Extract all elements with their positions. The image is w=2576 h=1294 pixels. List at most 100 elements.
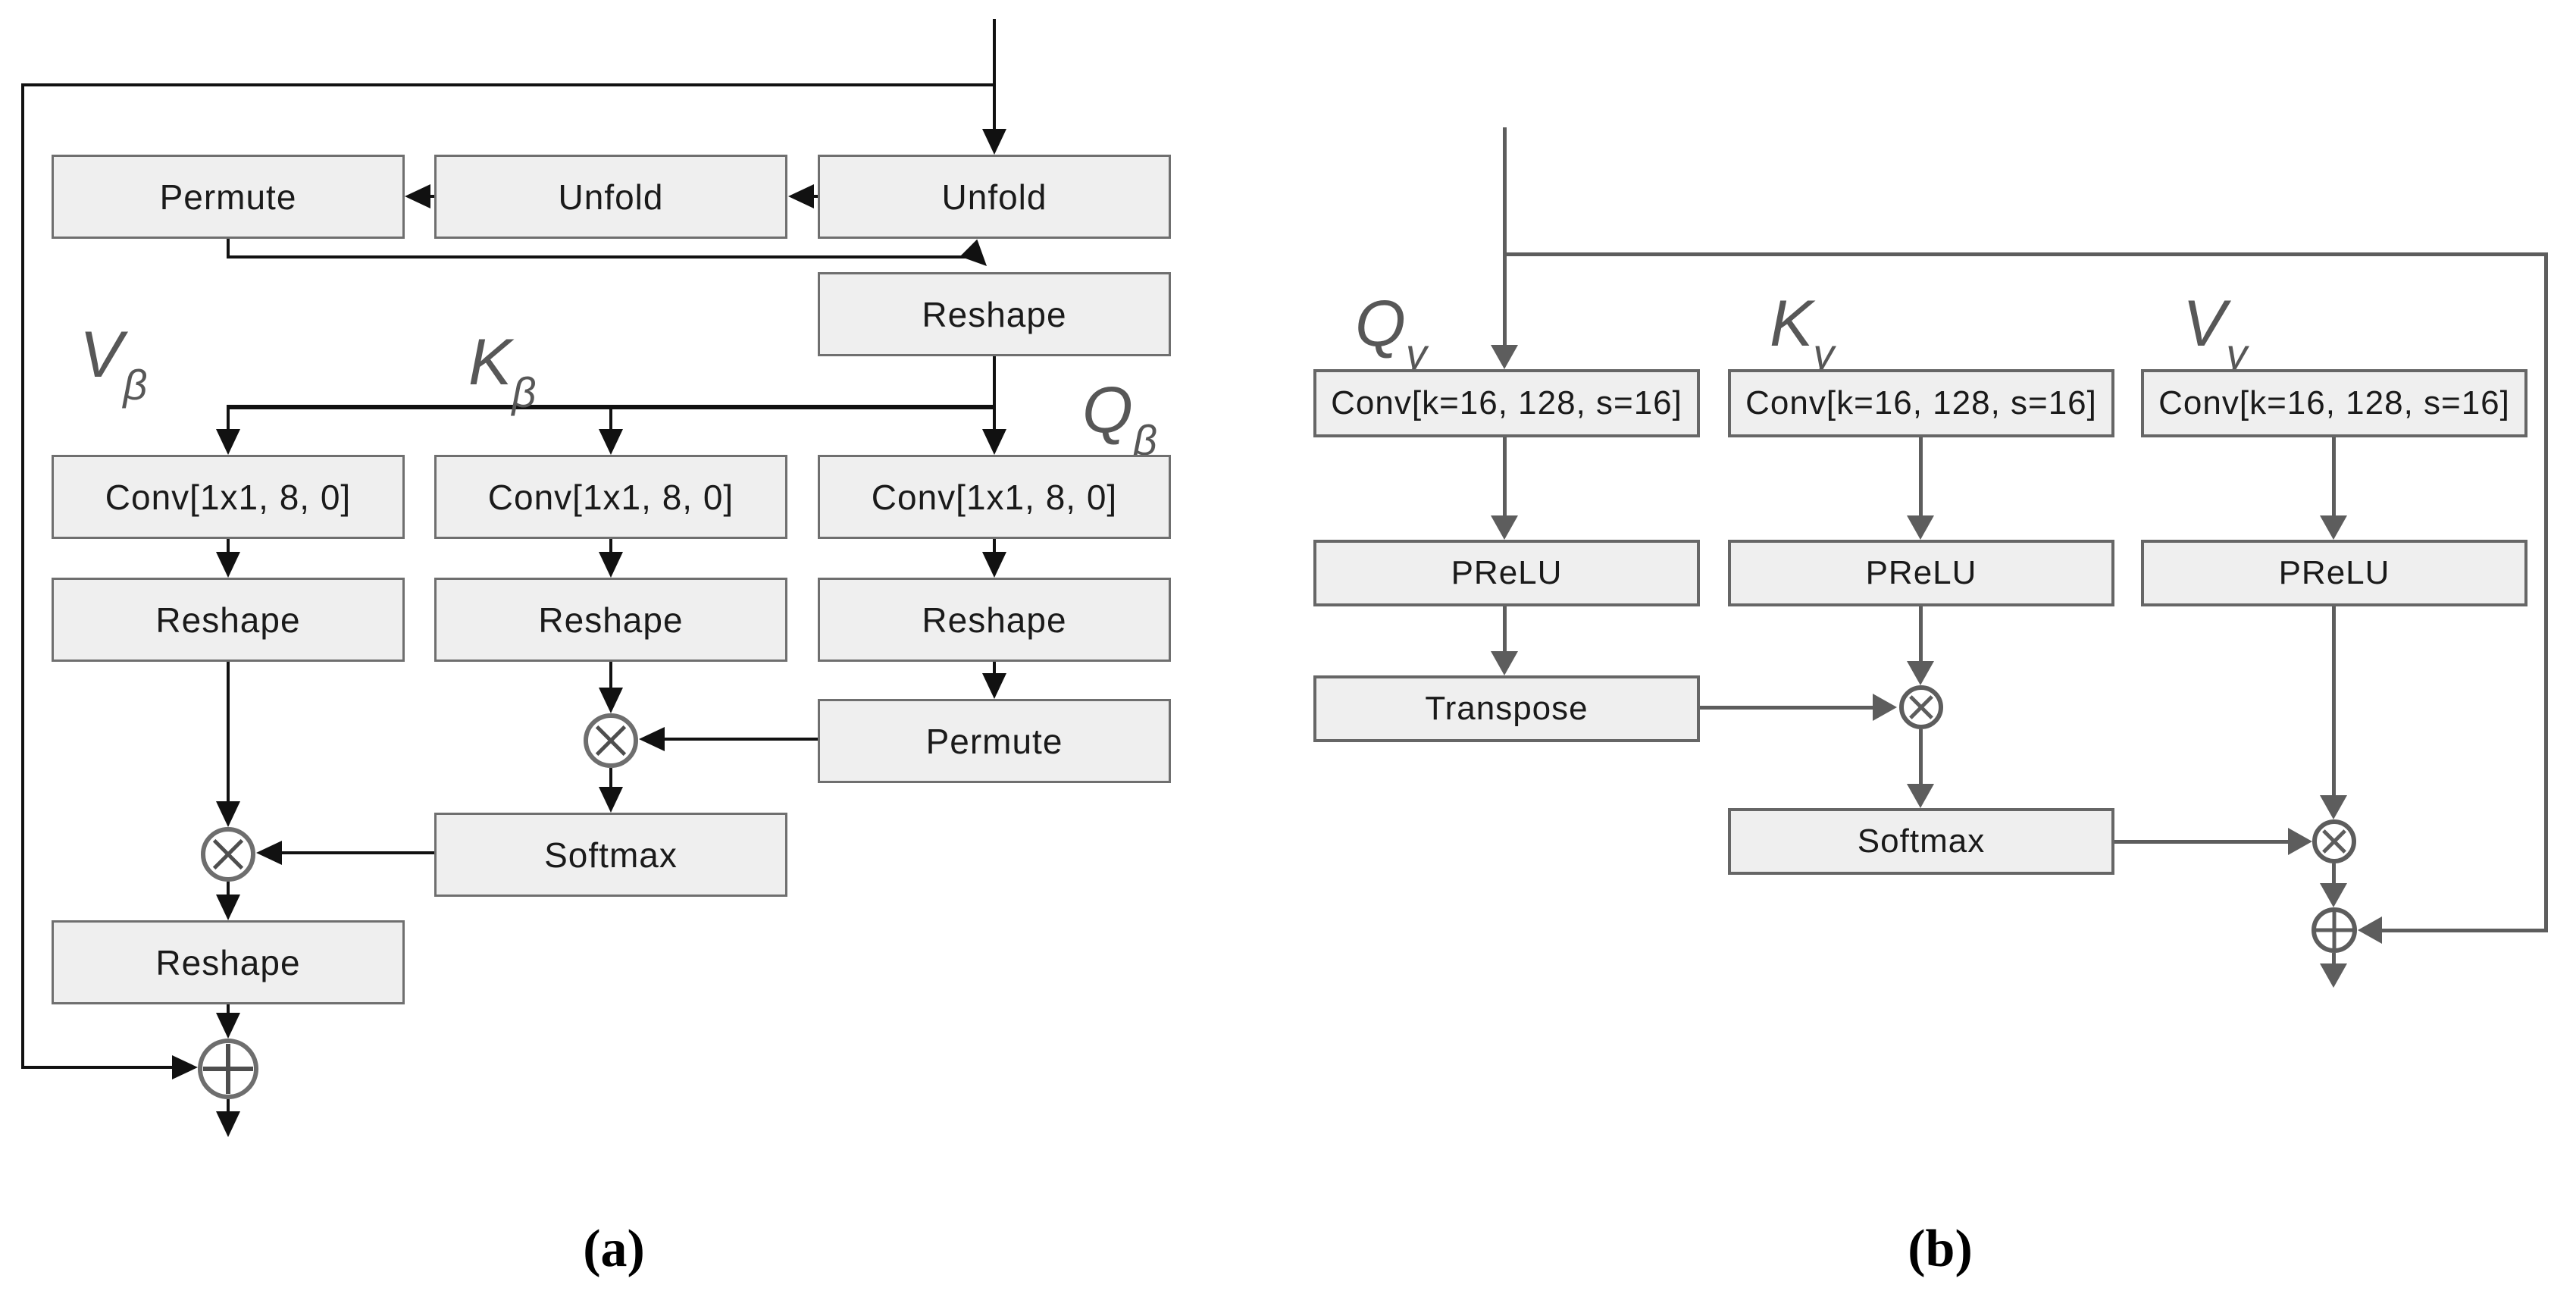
line-matmul-right-down-b (2332, 863, 2336, 885)
line-reshape-out-down (227, 1004, 230, 1014)
line-conv-q-down-b (1503, 437, 1507, 515)
matmul-icon-a-mid (584, 713, 638, 768)
arrow-into-matmul-k-icon (599, 688, 623, 713)
box-prelu-v-b: PReLU (2141, 540, 2527, 606)
line-transpose-to-matmul (1700, 706, 1873, 710)
box-unfold-mid-a: Unfold (434, 155, 787, 239)
box-softmax-a: Softmax (434, 813, 787, 897)
arrow-conv-v-icon (216, 552, 240, 578)
arrow-input-a-icon (982, 129, 1006, 155)
line-conv-v-down (227, 539, 230, 553)
line-add-b-down (2332, 953, 2336, 965)
line-conv-v-down-b (2332, 437, 2336, 515)
arrow-conv-q-icon (982, 552, 1006, 578)
input-line-a (993, 19, 996, 129)
line-unfold-to-permute (429, 195, 434, 198)
arrow-into-transpose-icon (1491, 651, 1518, 675)
line-permute-down (227, 239, 230, 257)
box-reshape-k-a: Reshape (434, 578, 787, 662)
box-permute-top-a: Permute (52, 155, 405, 239)
arrow-unfold-to-permute-icon (405, 184, 430, 208)
arrow-into-permute-q-icon (982, 673, 1006, 699)
line-prelu-q-down (1503, 606, 1507, 653)
arrow-unfold-to-unfold-icon (788, 184, 814, 208)
arrow-input-b-icon (1491, 345, 1518, 369)
matmul-icon-b-right (2312, 819, 2356, 863)
add-icon-a (198, 1039, 258, 1099)
arrow-output-a-icon (216, 1111, 240, 1137)
arrow-into-matmul-right-b-icon (2320, 795, 2347, 819)
box-softmax-b: Softmax (1728, 808, 2114, 875)
arrow-softmax-to-matmul-icon (256, 841, 282, 865)
caption-a: (a) (583, 1220, 645, 1278)
box-permute-q-a: Permute (818, 699, 1171, 783)
caption-b: (b) (1908, 1220, 1973, 1278)
arrow-skip-into-add-a-icon (172, 1055, 198, 1079)
arrow-conv-v-b-icon (2320, 515, 2347, 540)
arrow-conv-k-b-icon (1907, 515, 1934, 540)
box-prelu-k-b: PReLU (1728, 540, 2114, 606)
box-reshape-out-a: Reshape (52, 920, 405, 1004)
arrow-transpose-to-matmul-icon (1873, 694, 1897, 721)
matmul-icon-a-left (201, 827, 255, 882)
arrow-branch-v-icon (216, 429, 240, 455)
arrow-into-matmul-v-icon (216, 801, 240, 827)
line-unfold-to-unfold (812, 195, 818, 198)
line-prelu-v-down (2332, 606, 2336, 797)
branch-drop-q (993, 405, 996, 431)
box-conv-v-b: Conv[k=16, 128, s=16] (2141, 369, 2527, 437)
arrow-branch-q-icon (982, 429, 1006, 455)
box-conv-k-a: Conv[1x1, 8, 0] (434, 455, 787, 539)
label-k-gamma: Kγ (1770, 287, 1835, 378)
arrow-into-matmul-mid-b-icon (1907, 661, 1934, 685)
arrow-into-add-a-icon (216, 1013, 240, 1039)
line-conv-k-down-b (1919, 437, 1923, 515)
arrow-into-softmax-a-icon (599, 787, 623, 813)
arrow-into-softmax-b-icon (1907, 784, 1934, 808)
skip-bottom-line-b (2382, 929, 2548, 932)
line-softmax-to-matmul-b (2114, 840, 2288, 844)
line-prelu-k-down (1919, 606, 1923, 664)
box-reshape-q-a: Reshape (818, 578, 1171, 662)
box-conv-q-b: Conv[k=16, 128, s=16] (1313, 369, 1700, 437)
skip-top-line-b (1503, 252, 2548, 256)
arrow-softmax-to-matmul-b-icon (2288, 828, 2312, 855)
box-reshape-top-a: Reshape (818, 272, 1171, 356)
input-line-b (1503, 127, 1507, 346)
label-v-gamma: Vγ (2183, 287, 2248, 378)
box-unfold-right-a: Unfold (818, 155, 1171, 239)
line-reshape-q-down (993, 662, 996, 675)
arrow-conv-k-icon (599, 552, 623, 578)
line-permute-right (227, 255, 966, 258)
box-conv-k-b: Conv[k=16, 128, s=16] (1728, 369, 2114, 437)
label-k-beta: Kβ (468, 326, 537, 416)
arrow-branch-k-icon (599, 429, 623, 455)
line-conv-q-down (993, 539, 996, 553)
branch-drop-v (227, 405, 230, 431)
skip-top-line-a (21, 83, 994, 86)
skip-left-line-a (21, 83, 24, 1069)
label-q-beta: Qβ (1082, 374, 1157, 464)
box-reshape-v-a: Reshape (52, 578, 405, 662)
skip-right-line-b (2544, 252, 2548, 932)
line-reshape-k-down (609, 662, 612, 688)
line-matmul-v-down (227, 882, 230, 896)
arrow-into-reshape-out-icon (216, 895, 240, 920)
line-softmax-to-matmul (280, 851, 434, 854)
label-q-gamma: Qγ (1355, 287, 1427, 378)
arrow-conv-q-b-icon (1491, 515, 1518, 540)
line-add-a-down (227, 1099, 230, 1113)
add-icon-b (2312, 907, 2357, 953)
arrow-permute-to-matmul-icon (639, 727, 665, 751)
matmul-icon-b-mid (1899, 685, 1943, 729)
arrow-into-add-b-icon (2320, 883, 2347, 907)
line-matmul-mid-down-b (1919, 729, 1923, 785)
box-conv-q-a: Conv[1x1, 8, 0] (818, 455, 1171, 539)
box-transpose-b: Transpose (1313, 675, 1700, 742)
arrow-output-b-icon (2320, 963, 2347, 988)
line-reshape-down (993, 356, 996, 406)
branch-drop-k (609, 405, 612, 431)
arrow-into-reshape-top-icon (959, 239, 996, 275)
box-conv-v-a: Conv[1x1, 8, 0] (52, 455, 405, 539)
